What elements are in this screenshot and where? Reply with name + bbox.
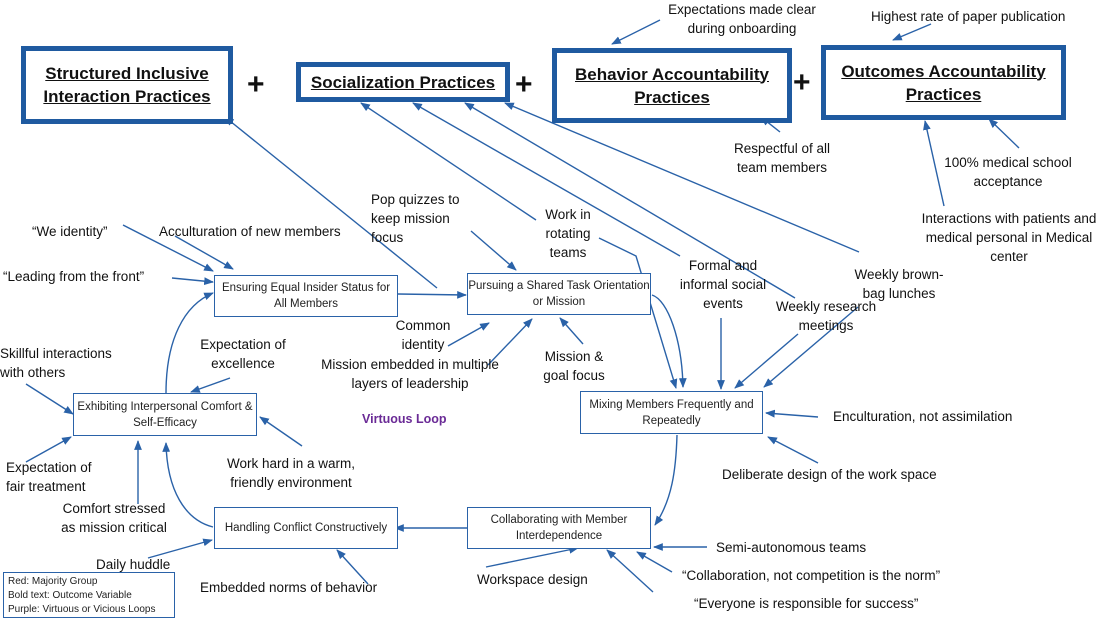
annotation-mission-goal: Mission & goal focus [543,349,605,383]
plus-sign: + [515,68,533,101]
arrow-ensuring-to-structured [224,116,438,289]
annotation-workspace-design: Workspace design [477,572,588,587]
node-ensuring-insider-status: Ensuring Equal Insider Status for All Me… [214,275,398,317]
arrow-onboarding-to-behavior [611,19,661,45]
arrow-popquiz [470,230,517,271]
annotation-mission-embedded: Mission embedded in multiple layers of l… [321,357,499,391]
arrow-handling-to-exhibiting [162,442,214,528]
arrow-enculturation [765,409,819,418]
arrow-mission-embedded [487,318,533,366]
outcome-structured-inclusive: Structured Inclusive Interaction Practic… [21,46,233,124]
arrow-work-to-socialization [360,102,537,221]
arrow-pursuing-to-mixing [651,294,687,388]
arrow-collab-norm [636,551,673,573]
legend-red: Red: Majority Group [8,576,98,587]
legend-purple: Purple: Virtuous or Vicious Loops [8,604,156,615]
annotation-embedded-norms: Embedded norms of behavior [200,580,378,595]
annotation-skillful: Skillful interactions with others [0,346,112,380]
annotation-daily-huddle: Daily huddle [96,557,171,572]
arrow-acculturation [174,235,234,270]
arrow-research-to-socialization [464,102,796,299]
annotation-interactions-patients: Interactions with patients and medical p… [921,211,1097,264]
arrow-workspace-design [485,545,579,568]
outcome-socialization: Socialization Practices [296,62,510,102]
arrow-work-hard [259,416,303,447]
annotation-formal-informal: Formal and informal social events [679,258,767,311]
arrow-brownbag-to-socialization [504,102,860,253]
arrow-exhibiting-to-ensuring [165,292,214,394]
annotation-everyone-responsible: “Everyone is responsible for success” [694,596,919,611]
annotation-leading-front: “Leading from the front” [3,269,145,284]
arrow-embedded-norms [336,549,369,585]
annotation-enculturation: Enculturation, not assimilation [833,409,1013,424]
annotation-collaboration-norm: “Collaboration, not competition is the n… [682,568,941,583]
outcome-outcomes-label: Outcomes Accountability Practices [841,61,1046,104]
annotation-we-identity: “We identity” [32,224,108,239]
arrow-mixing-to-collaborating [654,434,678,526]
outcome-socialization-label: Socialization Practices [310,72,496,92]
annotation-weekly-research: Weekly research meetings [775,299,877,333]
plus-sign: + [247,68,265,101]
legend-box: Red: Majority Group Bold text: Outcome V… [3,572,175,618]
annotation-common-identity: Common identity [395,318,451,352]
annotation-comfort-stressed: Comfort stressed as mission critical [61,501,167,535]
arrow-medical-to-outcomes [988,118,1020,149]
arrow-leading-front [171,277,214,286]
plus-sign: + [793,66,811,99]
annotation-work-rotating: Work in rotating teams [545,207,591,260]
arrow-we-identity [122,224,214,272]
outcome-structured-label: Structured Inclusive Interaction Practic… [43,64,211,106]
annotation-medical-school: 100% medical school acceptance [944,155,1072,189]
annotation-respectful: Respectful of all team members [733,141,831,175]
node-handling-conflict: Handling Conflict Constructively [214,507,398,549]
arrow-common-identity [447,322,490,347]
annotation-deliberate-design: Deliberate design of the work space [722,467,937,482]
arrow-skillful [25,383,74,415]
arrow-expectation-fair [25,436,72,463]
arrow-highest-to-outcomes [892,23,932,41]
arrow-interactions-to-outcomes [923,120,945,207]
annotation-weekly-brownbag: Weekly brown-bag lunches [854,267,944,301]
annotation-pop-quizzes: Pop quizzes to keep mission focus [371,192,460,245]
legend-bold: Bold text: Outcome Variable [8,590,132,601]
annotation-expectation-fair: Expectation of fair treatment [6,460,92,494]
arrow-mission-goal [559,317,584,345]
arrow-excellence [190,377,231,393]
annotation-expectations-onboarding: Expectations made clear during onboardin… [668,2,816,36]
annotation-work-hard: Work hard in a warm, friendly environmen… [226,456,356,490]
outcome-behavior-accountability: Behavior Accountability Practices [552,48,792,123]
node-pursuing-shared-task: Pursuing a Shared Task Orientation or Mi… [467,273,651,315]
arrow-ensuring-to-pursuing [397,290,467,299]
arrow-research-to-mixing [734,333,799,389]
arrow-formal-to-socialization [412,102,681,257]
virtuous-loop-label: Virtuous Loop [362,412,447,426]
outcome-outcomes-accountability: Outcomes Accountability Practices [821,45,1066,120]
annotation-semi-autonomous: Semi-autonomous teams [716,540,867,555]
outcome-behavior-label: Behavior Accountability Practices [575,64,769,107]
arrow-deliberate [767,436,819,464]
arrow-daily-huddle [147,538,213,559]
arrow-work-to-mixing [598,237,678,389]
annotation-expectation-excellence: Expectation of excellence [200,337,286,371]
arrow-brownbag-to-mixing [763,306,859,388]
annotation-highest-rate: Highest rate of paper publication [871,9,1066,24]
node-mixing-members: Mixing Members Frequently and Repeatedly [580,391,763,434]
node-collaborating-interdependence: Collaborating with Member Interdependenc… [467,507,651,549]
arrow-everyone [606,549,654,593]
node-exhibiting-comfort: Exhibiting Interpersonal Comfort & Self-… [73,393,257,436]
annotation-acculturation: Acculturation of new members [159,224,341,239]
